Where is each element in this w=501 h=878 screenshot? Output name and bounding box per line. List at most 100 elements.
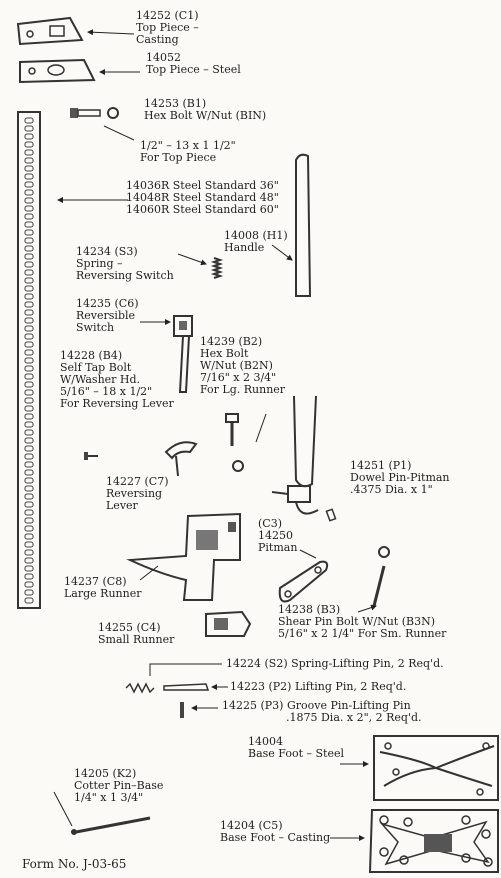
handle-drawing: [293, 153, 317, 488]
standard-hole: [24, 261, 34, 268]
standard-hole: [24, 381, 34, 388]
part-desc: Reversing: [106, 487, 163, 500]
part-desc: 14224 (S2) Spring-Lifting Pin, 2 Req'd.: [226, 657, 444, 670]
standard-hole: [24, 589, 34, 596]
standard-hole: [24, 461, 34, 468]
standard-hole: [24, 597, 34, 604]
standard-hole: [24, 301, 34, 308]
leader-line: [149, 663, 222, 676]
standard-hole: [24, 141, 34, 148]
part-desc: 14048R Steel Standard 48": [126, 191, 279, 204]
standard-hole: [24, 325, 34, 332]
standard-hole: [24, 253, 34, 260]
part-desc: 5/16" x 2 1/4" For Sm. Runner: [278, 627, 447, 640]
standard-hole: [24, 581, 34, 588]
standard-hole: [24, 533, 34, 540]
part-desc: Shear Pin Bolt W/Nut (B3N): [278, 615, 436, 628]
part-desc: Hex Bolt W/Nut (BIN): [144, 109, 267, 122]
part-desc: Top Piece – Steel: [146, 63, 241, 76]
part-number: 14252 (C1): [136, 9, 199, 22]
label-handle: 14008 (H1) Handle: [224, 230, 288, 254]
standard-hole: [24, 509, 34, 516]
label-small-runner: 14255 (C4) Small Runner: [98, 622, 174, 646]
part-number: 14235 (C6): [76, 297, 139, 310]
part-number: 14239 (B2): [200, 335, 263, 348]
label-base-foot-steel: 14004 Base Foot – Steel: [248, 736, 344, 760]
part-number: (C3): [258, 517, 282, 530]
part-desc: 7/16" x 2 3/4": [200, 371, 277, 384]
part-desc: Top Piece –: [136, 21, 199, 34]
label-pitman: (C3) 14250 Pitman: [258, 518, 297, 554]
standard-hole: [24, 349, 34, 356]
standard-hole: [24, 517, 34, 524]
standard-hole: [24, 245, 34, 252]
standard-hole: [24, 453, 34, 460]
part-desc: W/Washer Hd.: [60, 373, 141, 386]
standard-hole: [24, 229, 34, 236]
standard-hole: [24, 157, 34, 164]
part-desc: Base Foot – Casting: [220, 831, 331, 844]
part-number: 14205 (K2): [74, 767, 137, 780]
part-desc: Reversible: [76, 309, 136, 322]
standard-hole: [24, 293, 34, 300]
standard-hole: [24, 445, 34, 452]
part-desc: 1/4" x 1 3/4": [74, 791, 144, 804]
part-desc: Handle: [224, 241, 265, 254]
part-desc: Spring –: [76, 257, 123, 270]
part-desc: For Reversing Lever: [60, 397, 174, 410]
label-base-foot-casting: 14204 (C5) Base Foot – Casting: [220, 820, 330, 844]
part-desc: Reversing Switch: [76, 269, 174, 282]
part-desc: Lever: [106, 499, 138, 512]
part-desc: Hex Bolt: [200, 347, 249, 360]
leader-line: [255, 413, 267, 443]
label-steel-standards: 14036R Steel Standard 36" 14048R Steel S…: [126, 180, 279, 216]
standard-hole: [24, 477, 34, 484]
standard-hole: [24, 469, 34, 476]
standard-hole: [24, 181, 34, 188]
standard-hole: [24, 357, 34, 364]
spring-reversing-switch-drawing: [210, 257, 224, 279]
hex-bolt-large-runner-drawing: [225, 413, 244, 472]
standard-hole: [24, 205, 34, 212]
standard-hole: [24, 565, 34, 572]
part-desc: Casting: [136, 33, 179, 46]
part-desc: 14250: [258, 529, 293, 542]
standard-hole: [24, 165, 34, 172]
shear-pin-bolt-drawing: [372, 546, 390, 607]
part-number: 14237 (C8): [64, 575, 127, 588]
part-desc: W/Nut (B2N): [200, 359, 273, 372]
standard-hole: [24, 173, 34, 180]
standard-hole: [24, 541, 34, 548]
standard-hole: [24, 341, 34, 348]
part-desc: For Top Piece: [140, 151, 217, 164]
part-desc: Self Tap Bolt: [60, 361, 132, 374]
leader-line: [103, 125, 135, 141]
leader-line: [177, 253, 207, 266]
standard-hole: [24, 557, 34, 564]
label-reversing-lever: 14227 (C7) Reversing Lever: [106, 476, 169, 512]
label-spring-lifting-pin: 14224 (S2) Spring-Lifting Pin, 2 Req'd.: [226, 658, 444, 670]
standard-hole: [24, 397, 34, 404]
standard-hole: [24, 389, 34, 396]
label-hex-bolt: 14253 (B1) Hex Bolt W/Nut (BIN): [144, 98, 266, 122]
standard-hole: [24, 125, 34, 132]
part-desc: For Lg. Runner: [200, 383, 286, 396]
standard-hole: [24, 421, 34, 428]
standard-hole: [24, 373, 34, 380]
top-piece-steel-drawing: [19, 58, 96, 84]
steel-standard-drawing: [17, 111, 41, 609]
spring-lifting-pin-drawing: [125, 682, 155, 694]
reversing-lever-drawing: [164, 441, 198, 477]
standard-hole: [24, 573, 34, 580]
part-number: 14253 (B1): [144, 97, 207, 110]
standard-hole: [24, 525, 34, 532]
dowel-pin-drawing: [325, 508, 337, 522]
groove-pin-drawing: [180, 702, 184, 718]
standard-hole: [24, 197, 34, 204]
standard-hole: [24, 237, 34, 244]
leader-line: [87, 29, 135, 36]
standard-hole: [24, 501, 34, 508]
part-desc: .1875 Dia. x 2", 2 Req'd.: [286, 711, 422, 724]
part-desc: 1/2" – 13 x 1 1/2": [140, 139, 236, 152]
label-hex-bolt-large-runner: 14239 (B2) Hex Bolt W/Nut (B2N) 7/16" x …: [200, 336, 285, 396]
